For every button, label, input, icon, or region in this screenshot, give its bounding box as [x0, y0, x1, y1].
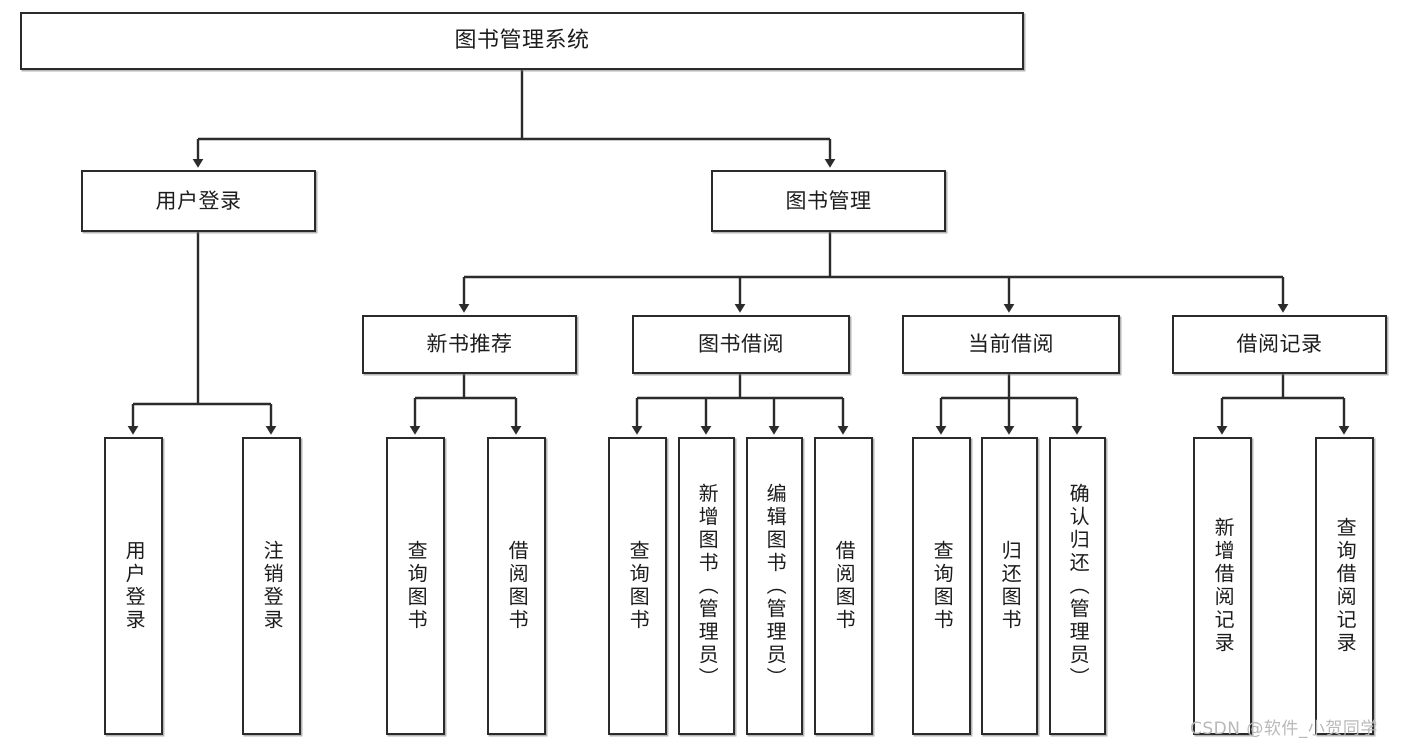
node-label: 新书推荐: [426, 332, 513, 357]
node-label: 查询图书: [404, 540, 429, 632]
node-label: 归还图书: [998, 540, 1023, 632]
node-new-book-recommend[interactable]: 新书推荐: [362, 315, 577, 374]
leaf-add-book[interactable]: 新增图书（管理员）: [678, 437, 735, 735]
node-book-manage[interactable]: 图书管理: [711, 170, 946, 232]
node-user-login[interactable]: 用户登录: [81, 170, 316, 232]
node-label: 新增借阅记录: [1211, 517, 1236, 655]
node-label: 用户登录: [122, 540, 147, 632]
leaf-borrow-book-1[interactable]: 借阅图书: [487, 437, 546, 735]
node-borrow-record[interactable]: 借阅记录: [1172, 315, 1387, 374]
node-label: 当前借阅: [968, 332, 1054, 357]
leaf-edit-book[interactable]: 编辑图书（管理员）: [746, 437, 803, 735]
leaf-user-logout[interactable]: 注销登录: [242, 437, 301, 735]
leaf-query-book-2[interactable]: 查询图书: [608, 437, 667, 735]
node-label: 查询借阅记录: [1333, 517, 1358, 655]
node-label: 借阅记录: [1236, 332, 1323, 357]
leaf-query-book-1[interactable]: 查询图书: [386, 437, 445, 735]
node-label: 图书管理系统: [454, 28, 590, 54]
leaf-borrow-book-2[interactable]: 借阅图书: [814, 437, 873, 735]
node-label: 图书管理: [785, 188, 872, 213]
node-label: 借阅图书: [505, 540, 530, 632]
node-label: 编辑图书（管理员）: [763, 482, 788, 690]
node-label: 确认归还（管理员）: [1066, 482, 1091, 690]
leaf-return-book[interactable]: 归还图书: [981, 437, 1038, 735]
leaf-user-login[interactable]: 用户登录: [104, 437, 163, 735]
leaf-add-borrow-record[interactable]: 新增借阅记录: [1193, 437, 1252, 735]
node-book-borrow[interactable]: 图书借阅: [632, 315, 850, 374]
node-label: 查询图书: [626, 540, 651, 632]
leaf-confirm-return[interactable]: 确认归还（管理员）: [1049, 437, 1106, 735]
node-label: 用户登录: [155, 188, 242, 213]
node-current-borrow[interactable]: 当前借阅: [902, 315, 1120, 374]
node-root-system[interactable]: 图书管理系统: [20, 12, 1024, 70]
node-label: 新增图书（管理员）: [695, 482, 720, 690]
leaf-query-borrow-record[interactable]: 查询借阅记录: [1315, 437, 1374, 735]
node-label: 查询图书: [930, 540, 955, 632]
leaf-query-book-3[interactable]: 查询图书: [912, 437, 971, 735]
node-label: 图书借阅: [698, 332, 784, 357]
node-label: 注销登录: [260, 540, 285, 632]
node-label: 借阅图书: [832, 540, 857, 632]
